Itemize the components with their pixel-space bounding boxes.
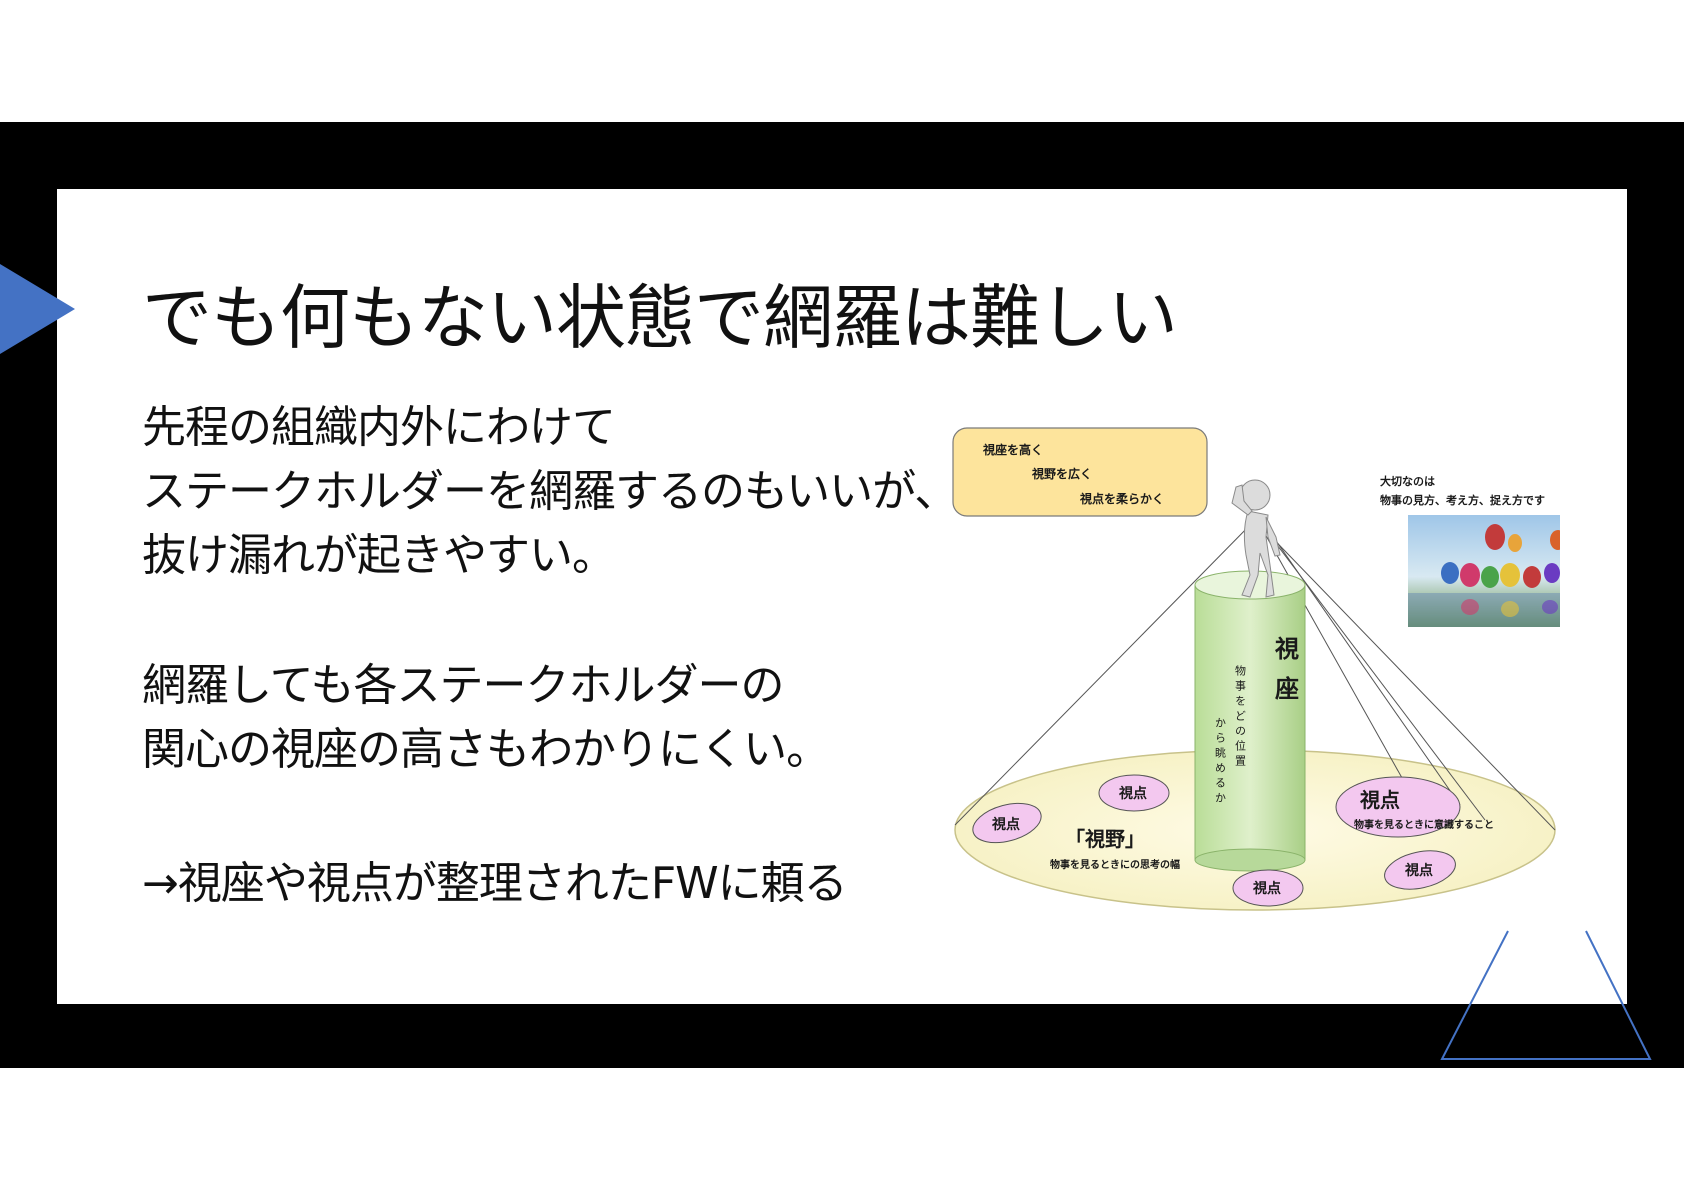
viewpoint-large-label: 視点: [1359, 788, 1400, 812]
viewpoint-large: 視点 物事を見るときに意識すること: [1335, 776, 1494, 838]
viewpoint-small-4: 視点: [1384, 850, 1456, 890]
photo-caption-line-1: 大切なのは: [1380, 474, 1435, 488]
viewpoint-small-2-label: 視点: [1118, 785, 1147, 802]
viewpoint-large-sublabel: 物事を見るときに意識すること: [1354, 818, 1494, 831]
viewpoint-small-3-label: 視点: [1252, 880, 1281, 897]
viewpoint-pillar: [1194, 570, 1306, 872]
paragraph-2-line-1: 網羅しても各ステークホルダーの: [142, 660, 784, 711]
pillar-title-char-1: 視: [1274, 635, 1299, 663]
viewpoint-small-3: 視点: [1232, 869, 1304, 907]
field-title: 「視野」: [1065, 827, 1145, 851]
paragraph-1-line-2: ステークホルダーを網羅するのもいいが、: [142, 466, 958, 517]
paragraph-1-line-1: 先程の組織内外にわけて: [142, 402, 616, 453]
pillar-title-char-2: 座: [1275, 675, 1299, 703]
decorative-triangle-icon: [1440, 930, 1652, 1060]
note-box: 視座を高く 視野を広く 視点を柔らかく: [952, 427, 1208, 517]
section-marker-icon: [0, 264, 75, 354]
viewpoint-small-4-label: 視点: [1404, 862, 1433, 879]
viewpoint-small-2: 視点: [1098, 774, 1170, 812]
field-subtitle: 物事を見るときにの思考の幅: [1050, 858, 1180, 871]
paragraph-3: →視座や視点が整理されたFWに頼る: [142, 858, 848, 909]
pillar-subtitle-1: 物事をどの位置: [1234, 664, 1247, 770]
photo-caption-line-2: 物事の見方、考え方、捉え方です: [1380, 493, 1545, 507]
viewpoint-small-1-label: 視点: [991, 816, 1020, 833]
paragraph-2: 網羅しても各ステークホルダーの 関心の視座の高さもわかりにくい。: [142, 654, 830, 782]
note-box-line-2: 視野を広く: [1031, 466, 1092, 481]
note-box-line-1: 視座を高く: [982, 442, 1043, 457]
note-box-line-3: 視点を柔らかく: [1079, 491, 1164, 506]
paragraph-1-line-3: 抜け漏れが起きやすい。: [142, 530, 616, 581]
slide-title: でも何もない状態で網羅は難しい: [142, 277, 1178, 359]
viewpoint-diagram: 視 座 物事をどの位置 から眺めるか 「視野」 物事を見るときにの思考の幅 視点…: [952, 427, 1560, 911]
person-figure-icon: [1231, 479, 1281, 598]
viewpoint-small-1: 視点: [972, 802, 1042, 844]
paragraph-1: 先程の組織内外にわけて ステークホルダーを網羅するのもいいが、 抜け漏れが起きや…: [142, 396, 958, 588]
cone-lines: [954, 519, 1556, 831]
paragraph-2-line-2: 関心の視座の高さもわかりにくい。: [142, 724, 830, 775]
pillar-subtitle-2: から眺めるか: [1214, 717, 1227, 807]
balloon-photo: [1408, 515, 1560, 627]
